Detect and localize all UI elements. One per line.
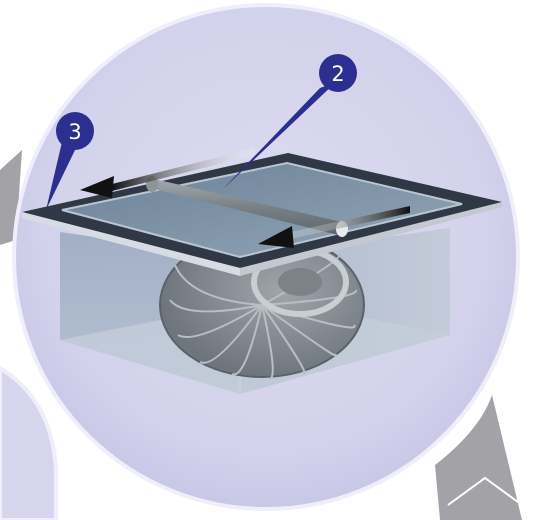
lower-left-partial-circle — [0, 368, 56, 520]
callout-2-label: 2 — [331, 62, 344, 86]
callout-3-label: 3 — [68, 120, 81, 144]
fan-hub — [278, 268, 322, 296]
